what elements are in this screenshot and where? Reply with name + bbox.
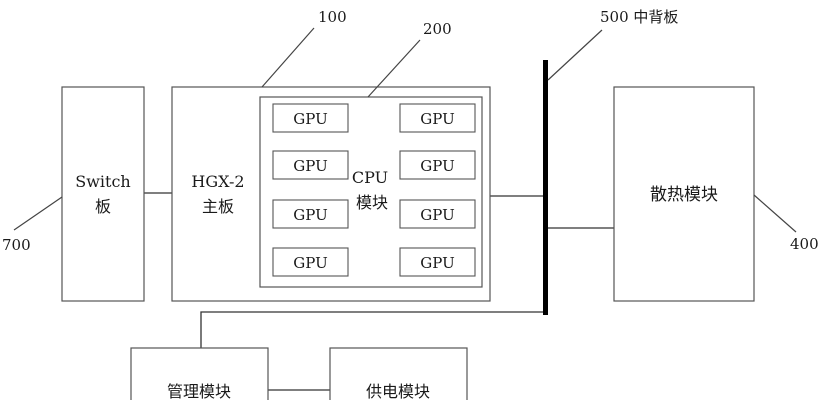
reference-leaders: [13, 27, 797, 233]
gpu-unit: GPU: [272, 199, 349, 229]
leader-500: [547, 29, 603, 81]
gpu-box: [272, 150, 349, 180]
management-module-label: 管理模块: [167, 382, 231, 400]
gpu-unit: GPU: [272, 247, 349, 277]
gpu-box: [399, 150, 476, 180]
gpu-box: [399, 247, 476, 277]
gpu-box: [399, 199, 476, 229]
power-module-box: [329, 347, 468, 400]
leader-200: [367, 39, 421, 98]
gpu-box: [399, 103, 476, 133]
leader-100: [261, 27, 315, 88]
switch-board-label-line1: Switch: [75, 172, 130, 191]
gpu-box: [272, 199, 349, 229]
power-module: 供电模块: [329, 347, 468, 400]
cooling-module-box: [613, 86, 755, 302]
leader-700: [13, 196, 63, 231]
management-module: 管理模块: [130, 347, 269, 400]
ref-700: 700: [2, 236, 31, 254]
gpu-unit: GPU: [399, 150, 476, 180]
gpu-unit: GPU: [399, 199, 476, 229]
hgx2-label-line1: HGX-2: [191, 172, 244, 191]
gpu-unit: GPU: [399, 103, 476, 133]
gpu-label: GPU: [420, 254, 454, 272]
gpu-box: [272, 247, 349, 277]
mid-backplane-bus: [543, 60, 548, 315]
gpu-label: GPU: [293, 206, 327, 224]
gpu-box: [272, 103, 349, 133]
reference-labels: 100 200 500 中背板 700 400: [2, 8, 819, 254]
management-module-box: [130, 347, 269, 400]
ref-400: 400: [790, 235, 819, 253]
gpu-unit: GPU: [272, 150, 349, 180]
cooling-module-label: 散热模块: [650, 185, 718, 205]
switch-board-box: [61, 86, 145, 302]
cooling-module: 散热模块: [613, 86, 755, 302]
power-module-label: 供电模块: [366, 382, 430, 400]
switch-board: Switch 板: [61, 86, 145, 302]
cpu-module-label-line1: CPU: [352, 168, 388, 187]
hgx2-label-line2: 主板: [202, 197, 234, 216]
gpu-label: GPU: [293, 254, 327, 272]
gpu-label: GPU: [420, 206, 454, 224]
ref-500: 500 中背板: [600, 8, 678, 26]
leader-400: [753, 194, 797, 233]
switch-board-label-line2: 板: [95, 197, 111, 216]
connection-lines: [144, 192, 614, 391]
ref-200: 200: [423, 20, 452, 38]
ref-100: 100: [318, 8, 347, 26]
gpu-unit: GPU: [399, 247, 476, 277]
gpu-label: GPU: [420, 110, 454, 128]
wire-backplane-to-management: [200, 311, 543, 348]
cpu-module-label-line2: 模块: [356, 193, 388, 212]
gpu-label: GPU: [293, 157, 327, 175]
gpu-label: GPU: [420, 157, 454, 175]
gpu-label: GPU: [293, 110, 327, 128]
gpu-grid: GPU GPU GPU GPU GPU GPU GPU GPU: [272, 103, 476, 277]
gpu-unit: GPU: [272, 103, 349, 133]
